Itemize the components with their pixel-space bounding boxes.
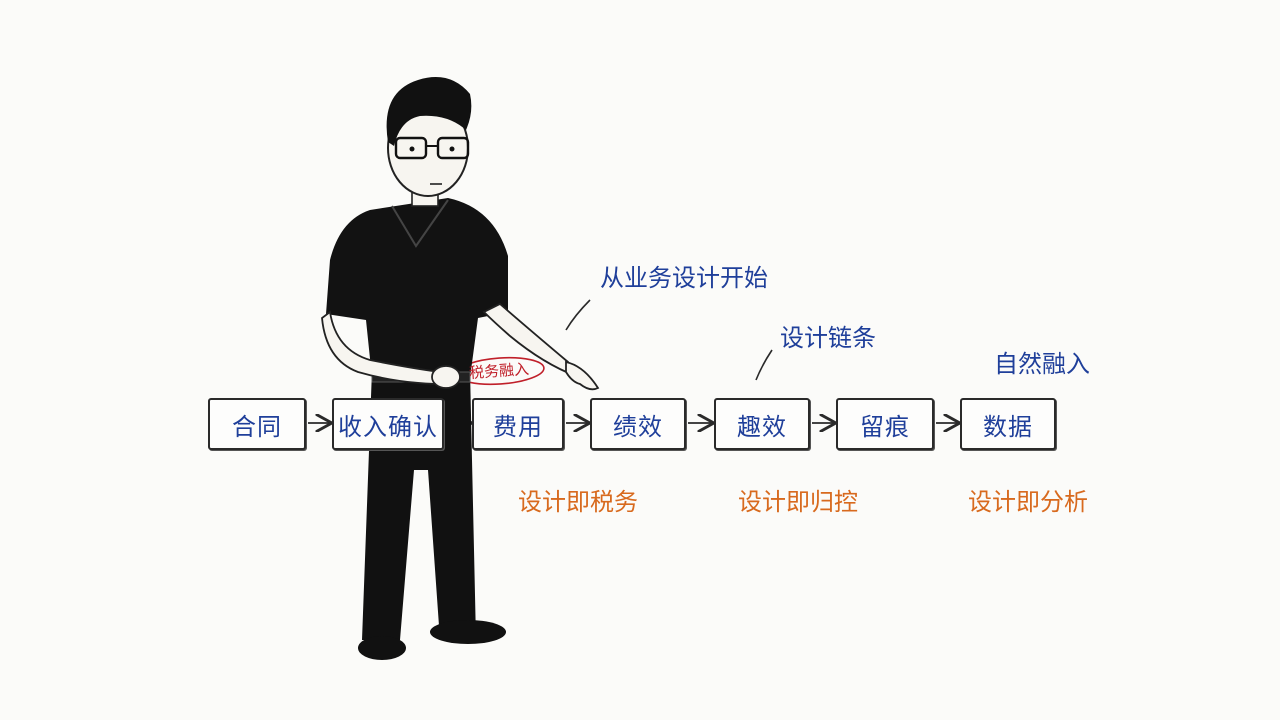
right-arm xyxy=(482,302,579,378)
right-shoe xyxy=(430,620,506,644)
right-lens xyxy=(436,136,470,160)
step-data: 数据 xyxy=(960,398,1056,450)
outcome-tax: 设计即税务 xyxy=(518,488,638,516)
step-contract: 合同 xyxy=(208,398,306,450)
step-expense-label: 费用 xyxy=(493,412,543,441)
step-performance-label: 绩效 xyxy=(613,412,663,441)
step-performance: 绩效 xyxy=(590,398,686,450)
shirt xyxy=(326,198,508,378)
step-trace-label: 留痕 xyxy=(860,412,910,441)
step-trace: 留痕 xyxy=(836,398,934,450)
step-revenue-recognition-label: 收入确认 xyxy=(338,412,438,441)
right-eye xyxy=(449,146,455,152)
pointing-hand xyxy=(565,360,600,391)
leader-chain xyxy=(755,349,773,381)
left-shoe xyxy=(358,636,406,660)
start-from-design-note: 从业务设计开始 xyxy=(600,264,768,292)
left-hand xyxy=(431,365,461,389)
step-data-label: 数据 xyxy=(983,412,1033,441)
left-lens xyxy=(394,136,428,160)
design-chain-note: 设计链条 xyxy=(780,324,876,352)
collar xyxy=(391,199,449,248)
outcome-control: 设计即归控 xyxy=(738,488,858,516)
step-performance-2: 趣效 xyxy=(714,398,810,450)
left-eye xyxy=(409,146,415,152)
step-performance-2-label: 趣效 xyxy=(737,412,787,441)
tax-integration-stamp: 税务融入 xyxy=(468,359,530,382)
outcome-analysis: 设计即分析 xyxy=(968,488,1088,516)
step-contract-label: 合同 xyxy=(232,412,282,441)
natural-integration-note: 自然融入 xyxy=(994,350,1090,378)
step-revenue-recognition: 收入确认 xyxy=(332,398,444,450)
step-expense: 费用 xyxy=(472,398,564,450)
hair xyxy=(386,77,472,146)
leader-start xyxy=(565,299,591,331)
